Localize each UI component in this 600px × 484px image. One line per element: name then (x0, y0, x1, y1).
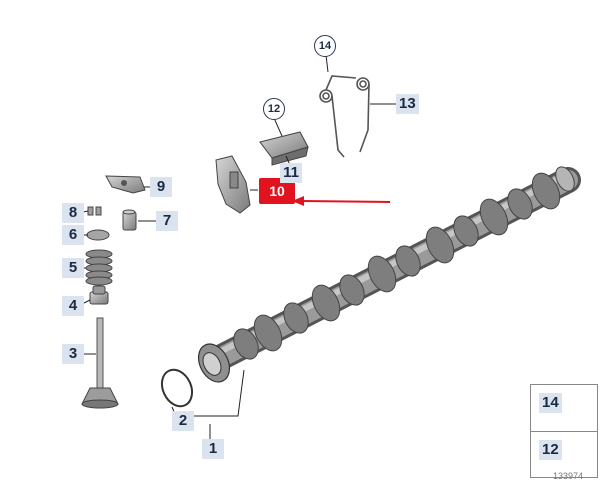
part-label-4[interactable]: 4 (62, 296, 84, 316)
callout-14: 14 (314, 35, 336, 57)
thrust-plate (259, 131, 309, 166)
fastener-legend: 14 12 (530, 384, 598, 478)
valve-spring (85, 249, 113, 286)
callout-12: 12 (263, 98, 285, 120)
legend-label-14: 14 (539, 393, 562, 413)
part-label-8[interactable]: 8 (62, 203, 84, 223)
part-label-11[interactable]: 11 (280, 163, 302, 183)
camshaft (197, 166, 581, 383)
part-label-1[interactable]: 1 (202, 439, 224, 459)
part-label-6[interactable]: 6 (62, 225, 84, 245)
hydraulic-lifter (122, 209, 137, 231)
part-label-9[interactable]: 9 (150, 177, 172, 197)
valve-stem-seal (89, 285, 109, 305)
o-ring (160, 368, 194, 408)
rocker-arm (105, 175, 146, 194)
part-label-13[interactable]: 13 (396, 94, 419, 114)
bracket (215, 155, 251, 214)
spring-retainer (86, 229, 110, 241)
diagram-id: 133974 (553, 471, 584, 481)
part-label-2[interactable]: 2 (172, 411, 194, 431)
part-label-7[interactable]: 7 (156, 211, 178, 231)
legend-row-12[interactable]: 12 (531, 431, 597, 478)
part-label-3[interactable]: 3 (62, 344, 84, 364)
leader-lines (77, 54, 396, 440)
part-label-5[interactable]: 5 (62, 258, 84, 278)
legend-row-14[interactable]: 14 (531, 385, 597, 431)
valve-keepers (87, 206, 102, 216)
highlight-arrow (292, 196, 391, 206)
torsion-spring (319, 75, 370, 158)
valve (81, 317, 119, 409)
legend-label-12: 12 (539, 440, 562, 460)
